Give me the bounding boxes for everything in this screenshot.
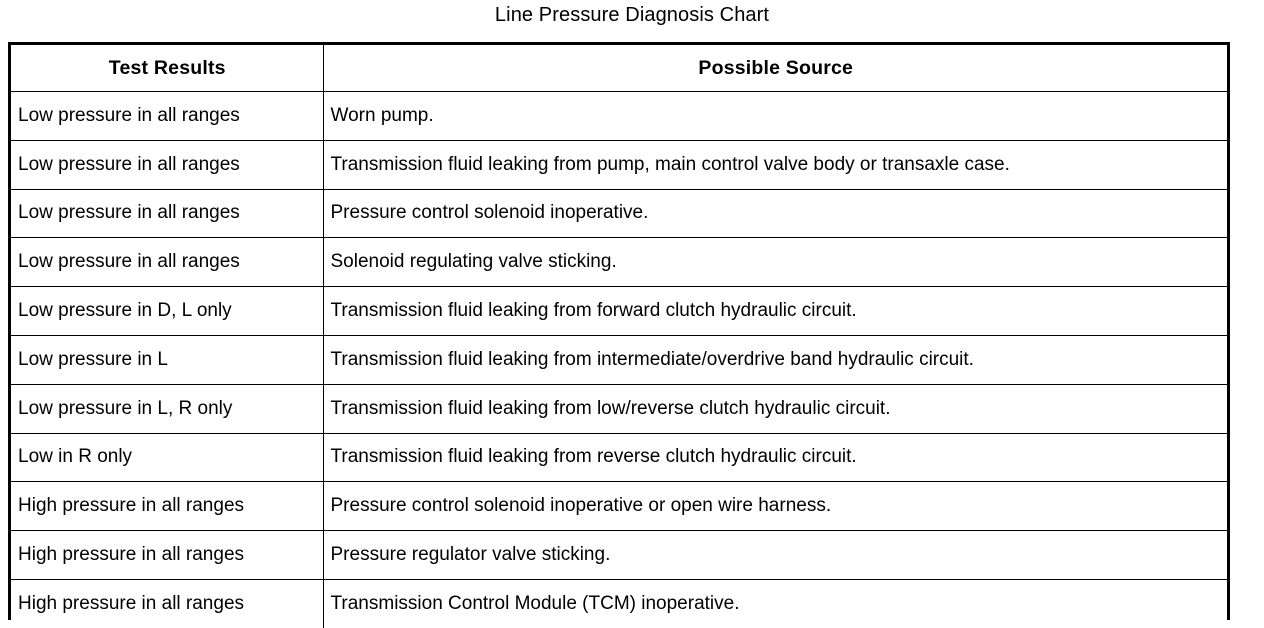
line-pressure-diagnosis-table: Test Results Possible Source Low pressur… <box>11 45 1227 628</box>
table-header: Test Results Possible Source <box>11 45 1227 92</box>
cell-possible-source: Pressure control solenoid inoperative or… <box>322 481 1227 532</box>
cell-test-results: High pressure in all ranges <box>11 481 324 532</box>
table-header-row: Test Results Possible Source <box>11 45 1227 92</box>
cell-test-results: Low pressure in L, R only <box>11 383 324 434</box>
cell-possible-source: Transmission fluid leaking from forward … <box>322 286 1227 336</box>
cell-possible-source: Transmission fluid leaking from low/reve… <box>322 383 1227 434</box>
cell-possible-source: Transmission fluid leaking from intermed… <box>322 334 1227 385</box>
cell-test-results: Low pressure in all ranges <box>11 188 324 239</box>
cell-test-results: High pressure in all ranges <box>11 530 324 580</box>
column-header-possible-source: Possible Source <box>322 45 1227 92</box>
cell-possible-source: Transmission fluid leaking from pump, ma… <box>322 139 1227 190</box>
cell-test-results: Low pressure in all ranges <box>11 237 324 288</box>
cell-test-results: Low pressure in all ranges <box>11 91 324 141</box>
cell-possible-source: Pressure control solenoid inoperative. <box>322 188 1227 239</box>
cell-possible-source: Worn pump. <box>322 91 1227 141</box>
page-title: Line Pressure Diagnosis Chart <box>494 4 770 26</box>
cell-possible-source: Pressure regulator valve sticking. <box>322 530 1227 580</box>
column-header-test-results: Test Results <box>11 45 324 92</box>
cell-test-results: Low pressure in D, L only <box>11 286 324 336</box>
cell-test-results: High pressure in all ranges <box>11 578 324 628</box>
cell-possible-source: Transmission fluid leaking from reverse … <box>322 432 1227 483</box>
cell-test-results: Low in R only <box>11 432 324 483</box>
cell-test-results: Low pressure in L <box>11 334 324 385</box>
cell-possible-source: Solenoid regulating valve sticking. <box>322 237 1227 288</box>
diagnosis-table-container: Test Results Possible Source Low pressur… <box>8 42 1230 628</box>
cell-possible-source: Transmission Control Module (TCM) inoper… <box>322 578 1227 628</box>
cell-test-results: Low pressure in all ranges <box>11 139 324 190</box>
